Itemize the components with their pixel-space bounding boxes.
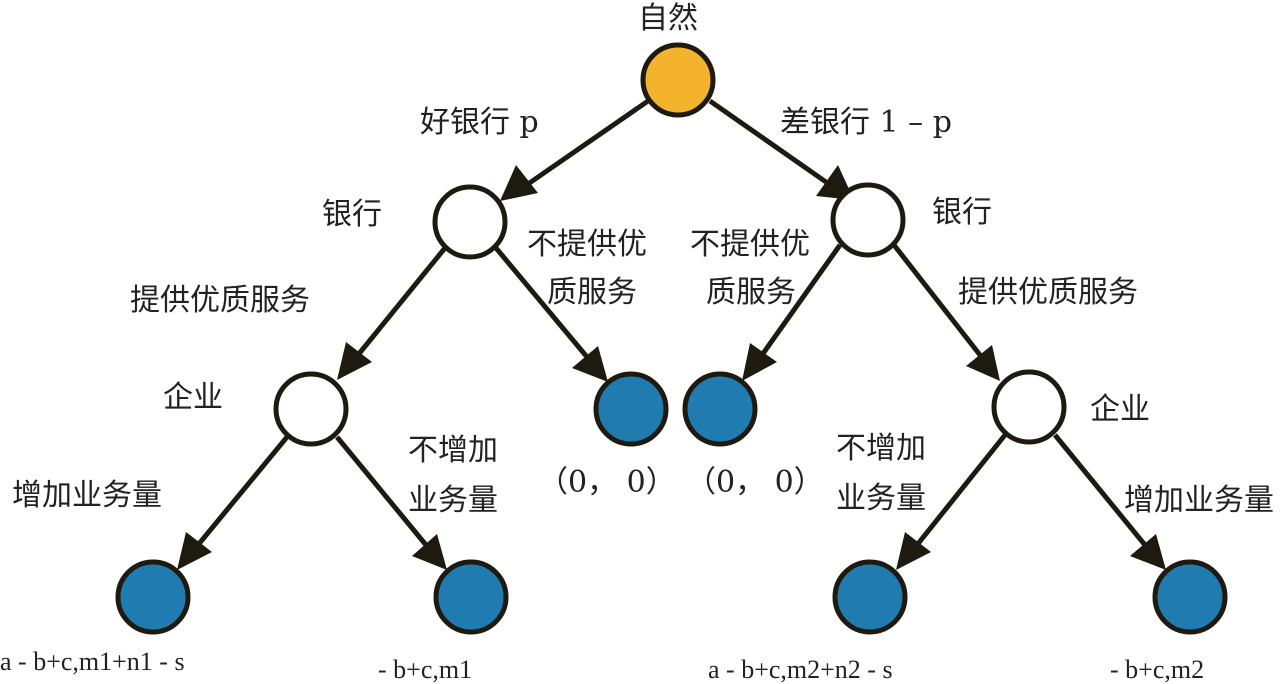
edge-right-firm-to-not-increase	[896, 433, 1007, 570]
edge-left-firm-to-not-increase	[335, 435, 447, 570]
right-firm-label: 企业	[1090, 392, 1150, 427]
nodes	[115, 42, 1228, 635]
left-not-increase-label-line2: 业务量	[408, 483, 498, 518]
left-provide-service-label: 提供优质服务	[130, 283, 310, 318]
terminal-node-left-no-service	[593, 371, 669, 447]
edge-right-bank-to-right-no-service	[742, 243, 843, 381]
edge-left-firm-to-increase	[177, 435, 289, 570]
decision-node-left-bank	[432, 184, 508, 260]
left-bank-label: 银行	[322, 197, 382, 232]
edge-root-to-left-bank	[500, 98, 650, 201]
left-increase-label: 增加业务量	[12, 478, 162, 513]
payoff-left-increase: a - b+c,m1+n1 - s	[0, 647, 185, 676]
right-no-service-label-line2: 质服务	[706, 275, 796, 310]
right-increase-label: 增加业务量	[1124, 483, 1274, 518]
left-firm-label: 企业	[163, 380, 223, 415]
payoff-right-increase: - b+c,m2	[1110, 655, 1204, 684]
bad-bank-label: 差银行 1 – p	[780, 105, 952, 140]
payoff-right-no-service: （0， 0）	[686, 465, 824, 500]
right-not-increase-label-line2: 业务量	[836, 481, 926, 516]
terminal-node-right-not-increase	[832, 559, 908, 635]
payoff-left-no-service: （0， 0）	[538, 465, 676, 500]
right-no-service-label-line1: 不提供优	[690, 227, 810, 262]
edges	[177, 98, 1166, 570]
left-not-increase-label-line1: 不增加	[408, 433, 498, 468]
good-bank-label: 好银行 p	[420, 105, 539, 140]
terminal-node-left-not-increase	[433, 559, 509, 635]
decision-node-right-firm	[991, 369, 1067, 445]
edge-right-firm-to-increase	[1053, 433, 1166, 570]
terminal-node-left-increase	[115, 559, 191, 635]
right-bank-label: 银行	[932, 195, 992, 230]
edge-left-bank-to-left-no-service	[494, 246, 608, 382]
edge-right-bank-to-right-firm	[892, 243, 1000, 381]
right-provide-service-label: 提供优质服务	[958, 275, 1138, 310]
root-label: 自然	[638, 1, 698, 36]
chance-node-root	[640, 42, 716, 118]
right-not-increase-label-line1: 不增加	[836, 431, 926, 466]
payoff-right-not-increase: a - b+c,m2+n2 - s	[708, 655, 893, 684]
edge-left-bank-to-left-firm	[337, 246, 447, 380]
left-no-service-label-line2: 质服务	[547, 275, 637, 310]
decision-node-left-firm	[273, 371, 349, 447]
left-no-service-label-line1: 不提供优	[527, 227, 647, 262]
decision-node-right-bank	[830, 182, 906, 258]
terminal-node-right-increase	[1152, 559, 1228, 635]
terminal-node-right-no-service	[682, 371, 758, 447]
payoff-left-not-increase: - b+c,m1	[378, 655, 472, 684]
